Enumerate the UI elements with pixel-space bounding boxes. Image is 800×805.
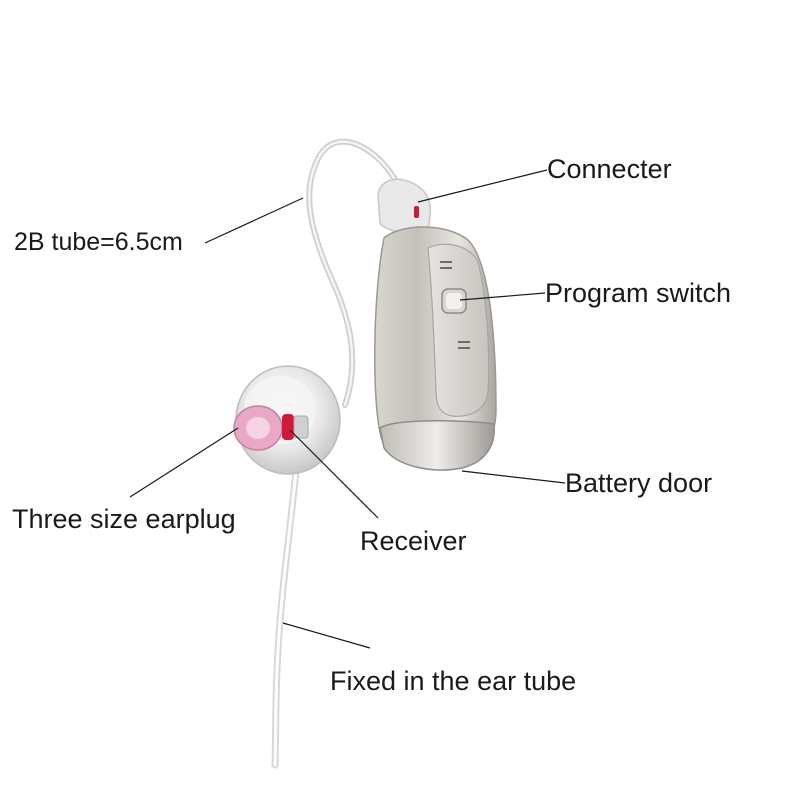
- tube-length-label: 2B tube=6.5cm: [14, 228, 183, 256]
- leader-fixed-tube: [282, 622, 371, 649]
- leader-program-switch: [459, 292, 546, 301]
- leader-tube: [204, 197, 304, 244]
- battery-door-label: Battery door: [565, 468, 713, 498]
- fixed-tube-label: Fixed in the ear tube: [330, 666, 577, 696]
- connecter: [377, 178, 432, 235]
- receiver-label: Receiver: [360, 526, 467, 556]
- connecter-label: Connecter: [547, 154, 672, 184]
- leader-lines: [129, 169, 566, 649]
- earplug-label: Three size earplug: [12, 504, 236, 534]
- connecter-red-mark: [414, 206, 419, 218]
- leader-battery-door: [461, 470, 566, 484]
- program-switch-label: Program switch: [545, 278, 732, 308]
- leader-receiver: [289, 429, 379, 519]
- leader-earplug: [129, 427, 239, 498]
- receiver-red-band: [282, 414, 294, 440]
- control-panel: [427, 243, 490, 417]
- battery-door: [379, 419, 495, 471]
- leader-connecter: [417, 169, 548, 203]
